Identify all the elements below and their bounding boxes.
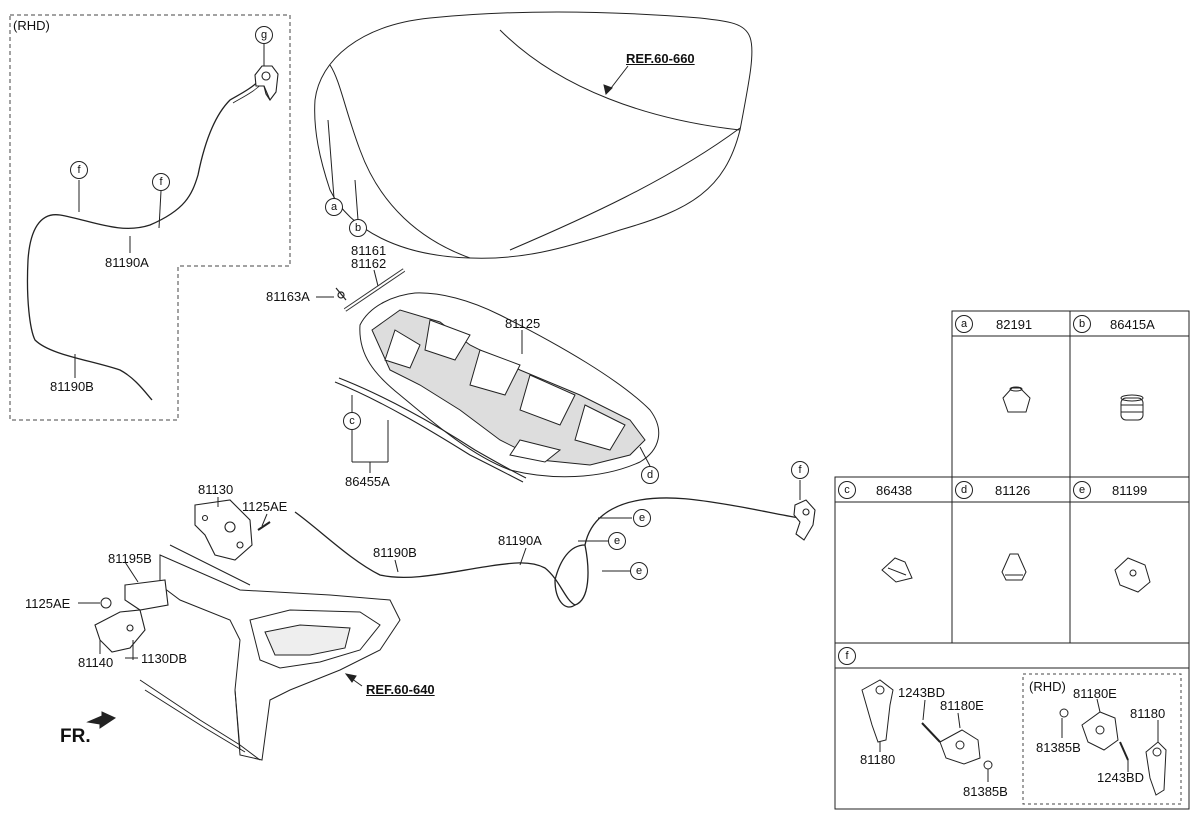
parts-table-grid (834, 310, 1190, 810)
bolt-left (100, 597, 112, 609)
part-81190b: 81190B (373, 545, 417, 560)
table-part-1243bd-lhd: 1243BD (898, 685, 945, 700)
callout-e-2: e (608, 532, 626, 550)
table-part-81126: 81126 (995, 483, 1031, 498)
rhd-handle-bracket (254, 65, 279, 101)
release-lever-rhd-icon (1081, 711, 1119, 751)
front-arrow-icon (86, 711, 117, 729)
front-end-module (139, 544, 401, 761)
release-lever-lhd-icon (939, 729, 981, 765)
table-part-1243bd-rhd: 1243BD (1097, 770, 1144, 785)
rhd-release-cable (26, 77, 263, 401)
callout-a: a (325, 198, 343, 216)
part-81195b: 81195B (108, 551, 152, 566)
callout-d: d (641, 466, 659, 484)
hood-latch (194, 499, 253, 561)
hood-weatherstrip (334, 377, 527, 483)
table-callout-a: a (955, 315, 973, 333)
part-81162: 81162 (351, 256, 387, 271)
table-part-81180-rhd: 81180 (1130, 706, 1166, 721)
table-part-81385b-lhd: 81385B (963, 784, 1008, 799)
ref-front-end[interactable]: REF.60-640 (366, 682, 435, 697)
rhd-label: (RHD) (13, 18, 50, 33)
part-81140: 81140 (78, 655, 114, 670)
callout-b: b (349, 219, 367, 237)
table-callout-d: d (955, 481, 973, 499)
table-part-81180e-rhd: 81180E (1073, 686, 1117, 701)
callout-f-rhd-1: f (70, 161, 88, 179)
table-callout-e: e (1073, 481, 1091, 499)
release-handle-rhd-icon (1145, 741, 1167, 796)
part-1130db: 1130DB (141, 651, 188, 666)
part-81125: 81125 (505, 316, 541, 331)
bolt-lhd (921, 722, 941, 743)
front-direction-label: FR. (60, 726, 91, 747)
hood-release-cable (294, 497, 801, 608)
hood-insulator (359, 292, 660, 478)
callout-g: g (255, 26, 273, 44)
table-callout-f: f (838, 647, 856, 665)
table-part-81199: 81199 (1112, 483, 1148, 498)
table-part-86438: 86438 (876, 483, 913, 498)
lhd-release-handle (793, 499, 816, 541)
table-part-81180e-lhd: 81180E (940, 698, 984, 713)
table-part-82191: 82191 (996, 317, 1033, 332)
callout-f-lhd: f (791, 461, 809, 479)
callout-f-rhd-2: f (152, 173, 170, 191)
bumper-stopper-icon (1120, 394, 1144, 421)
part-86455a: 86455A (345, 474, 390, 489)
table-part-86415a: 86415A (1110, 317, 1155, 332)
callout-e-1: e (633, 509, 651, 527)
part-81161: 81161 (351, 243, 387, 258)
hood-stay (335, 268, 406, 312)
nut-rhd (1059, 708, 1069, 718)
callout-e-3: e (630, 562, 648, 580)
part-81163a: 81163A (266, 289, 310, 304)
hood-outline (314, 11, 753, 259)
part-1125ae-left: 1125AE (25, 596, 71, 611)
bolt-rhd (1119, 741, 1129, 761)
table-part-81385b-rhd: 81385B (1036, 740, 1081, 755)
hood-hook (94, 579, 169, 653)
table-callout-c: c (838, 481, 856, 499)
clip-icon (881, 557, 913, 583)
release-handle-lhd-icon (861, 679, 894, 743)
part-81190b-rhd: 81190B (50, 379, 94, 394)
table-rhd-label: (RHD) (1029, 679, 1066, 694)
grommet-icon (1002, 386, 1031, 413)
part-81190a: 81190A (498, 533, 542, 548)
push-fastener-icon (1001, 553, 1027, 581)
nut-lhd (983, 760, 993, 770)
table-part-81180-lhd: 81180 (860, 752, 896, 767)
table-callout-b: b (1073, 315, 1091, 333)
bolt-upper (257, 521, 271, 531)
rhd-dashed-outline (9, 14, 291, 421)
part-81190a-rhd: 81190A (105, 255, 149, 270)
cable-clip-icon (1114, 557, 1151, 593)
callout-c: c (343, 412, 361, 430)
ref-hood[interactable]: REF.60-660 (626, 51, 695, 66)
part-81130: 81130 (198, 482, 234, 497)
part-1125ae-upper: 1125AE (242, 499, 288, 514)
